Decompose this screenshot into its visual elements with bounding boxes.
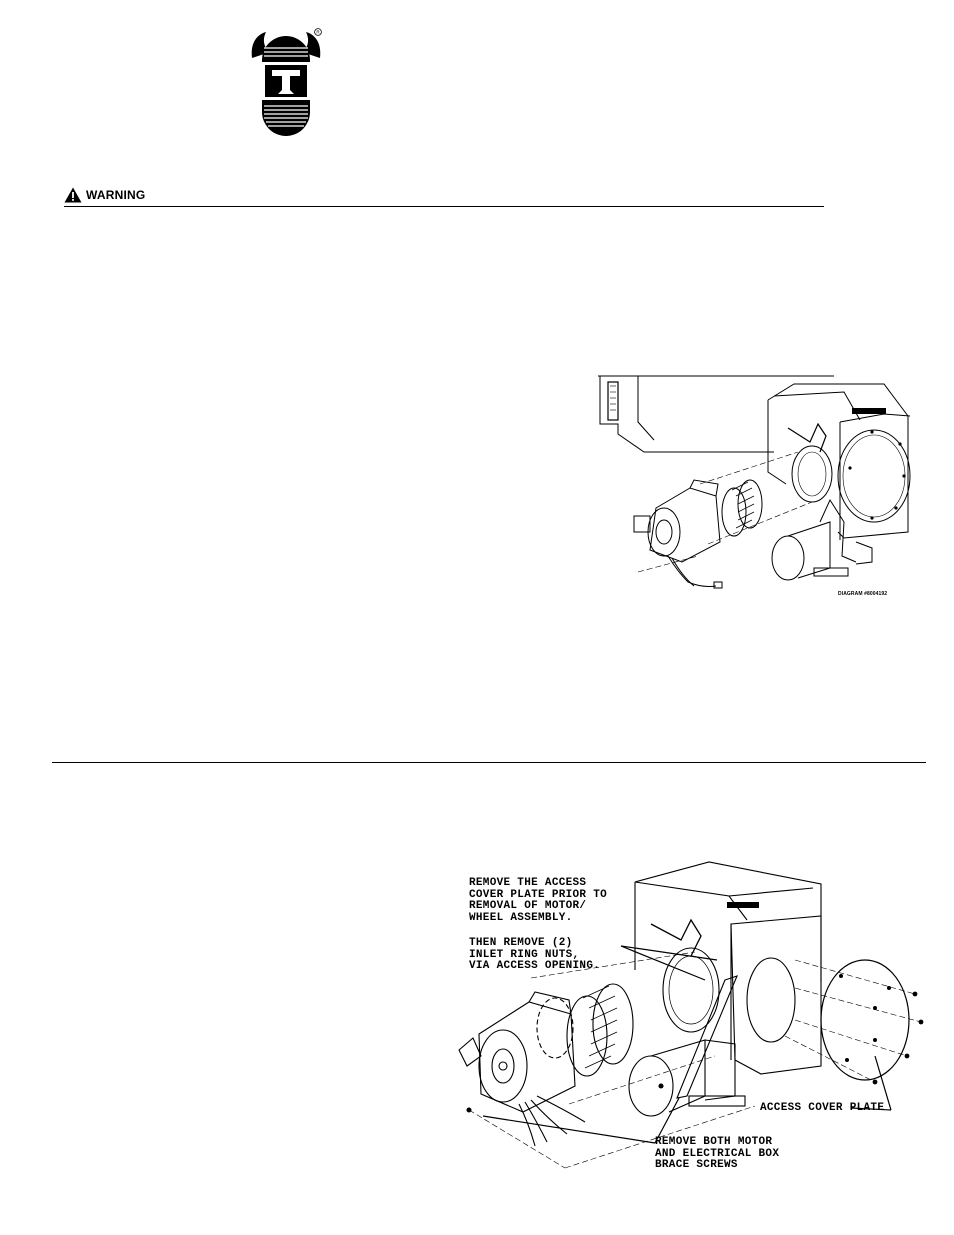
- access-cover-removal-diagram: [458, 861, 924, 1169]
- viking-helmet-logo-icon: R: [251, 28, 322, 136]
- warning-heading: WARNING: [64, 186, 145, 204]
- section-divider: [52, 762, 926, 763]
- callout-access-cover-plate: ACCESS COVER PLATE: [760, 1102, 885, 1114]
- callout-remove-access-cover: REMOVE THE ACCESS COVER PLATE PRIOR TO R…: [469, 877, 608, 924]
- warning-divider: [64, 206, 824, 207]
- warning-triangle-icon: [64, 187, 82, 203]
- callout-brace-screws: REMOVE BOTH MOTOR AND ELECTRICAL BOX BRA…: [655, 1136, 780, 1171]
- blower-assembly-diagram: [598, 375, 911, 589]
- registered-mark: R: [316, 30, 320, 35]
- warning-label: WARNING: [86, 188, 146, 202]
- callout-inlet-ring-nuts: THEN REMOVE (2) INLET RING NUTS, VIA ACC…: [469, 937, 601, 972]
- diagram-number-label: DIAGRAM #8004192: [838, 591, 888, 597]
